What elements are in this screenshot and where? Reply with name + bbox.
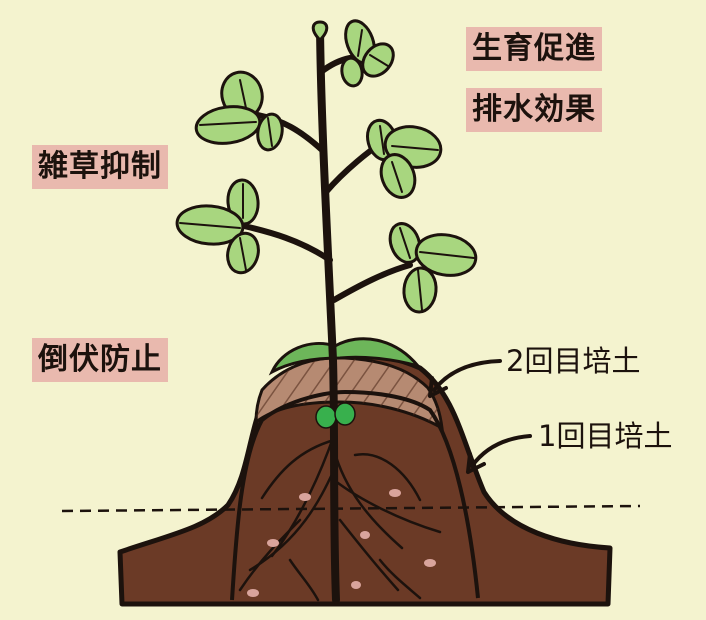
cotyledon-right bbox=[334, 402, 356, 426]
arrow-second-earthing bbox=[428, 359, 502, 398]
label-weed-control: 雑草抑制 bbox=[32, 145, 168, 189]
label-second-earthing: 2回目培土 bbox=[506, 344, 641, 378]
covered-leaves bbox=[268, 337, 423, 376]
root-nodules bbox=[247, 489, 436, 597]
label-growth-promotion: 生育促進 bbox=[466, 27, 602, 71]
leaf-veins bbox=[179, 29, 475, 311]
roots bbox=[238, 433, 442, 602]
main-stem bbox=[316, 24, 340, 604]
original-ground-line bbox=[61, 504, 641, 513]
label-lodging-prevention: 倒伏防止 bbox=[32, 338, 168, 382]
label-drainage-effect: 排水効果 bbox=[466, 88, 602, 132]
cotyledon-left bbox=[315, 405, 337, 429]
label-first-earthing: 1回目培土 bbox=[538, 419, 673, 453]
arrow-first-earthing bbox=[466, 434, 532, 474]
inner-mound-contour bbox=[230, 389, 480, 601]
